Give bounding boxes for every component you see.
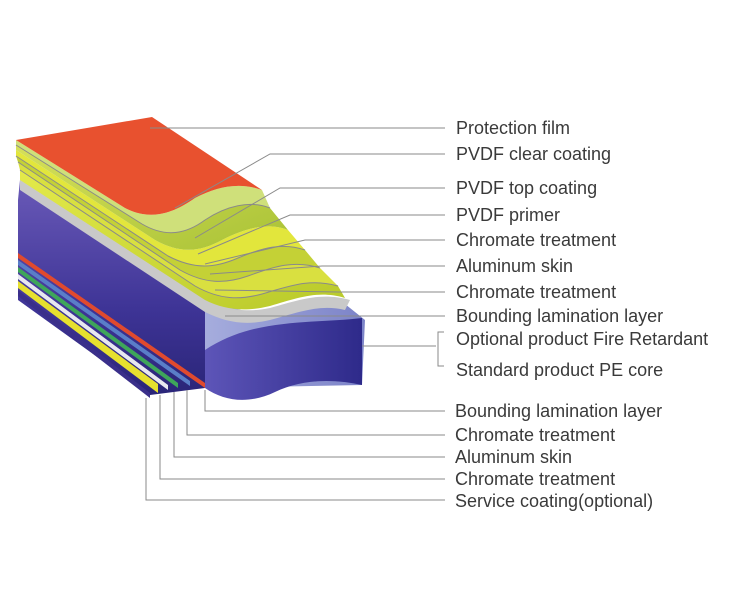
stripe-blue <box>18 260 190 386</box>
label-pvdf-primer: PVDF primer <box>456 205 560 225</box>
layer-pvdf-clear <box>16 140 270 233</box>
leader-pvdf-primer <box>197 214 445 255</box>
label-chromate-treatment-2: Chromate treatment <box>456 282 616 302</box>
core-front-face <box>18 180 205 395</box>
label-bounding-lamination-1: Bounding lamination layer <box>456 306 663 326</box>
stripe-red <box>18 253 205 388</box>
leader-lamination-lower <box>204 390 445 412</box>
lower-stripes <box>18 253 205 398</box>
panel-illustration <box>15 117 365 400</box>
labels: Protection film PVDF clear coating PVDF … <box>455 118 708 511</box>
label-protection-film: Protection film <box>456 118 570 138</box>
label-aluminum-skin-1: Aluminum skin <box>456 256 573 276</box>
label-standard-pe-core: Standard product PE core <box>456 360 663 380</box>
layer-chromate-lower <box>20 170 345 310</box>
leader-chromate-upper <box>204 239 445 265</box>
stripe-green <box>18 267 178 388</box>
label-pvdf-top-coating: PVDF top coating <box>456 178 597 198</box>
leader-service-coating <box>145 398 445 501</box>
label-chromate-treatment-1: Chromate treatment <box>456 230 616 250</box>
stripe-yellow <box>18 281 158 393</box>
leader-chromate-b2 <box>159 395 445 480</box>
core-cut-face <box>205 318 362 400</box>
leader-core-bracket <box>362 331 444 367</box>
layer-pvdf-primer <box>16 150 305 266</box>
leader-lines <box>145 127 445 501</box>
leader-pvdf-top <box>194 187 445 239</box>
leader-aluminum-skin <box>209 265 445 275</box>
stripe-purple-bottom <box>18 290 150 398</box>
label-optional-fire-retardant: Optional product Fire Retardant <box>456 329 708 349</box>
label-chromate-treatment-3: Chromate treatment <box>455 425 615 445</box>
stripe-white <box>18 274 168 390</box>
leader-aluminum-b <box>173 392 445 458</box>
label-bounding-lamination-2: Bounding lamination layer <box>455 401 662 421</box>
leader-pvdf-clear <box>174 153 445 209</box>
label-pvdf-clear-coating: PVDF clear coating <box>456 144 611 164</box>
label-chromate-treatment-4: Chromate treatment <box>455 469 615 489</box>
label-service-coating: Service coating(optional) <box>455 491 653 511</box>
leader-chromate-lower <box>214 289 445 293</box>
leader-chromate-b1 <box>186 390 445 436</box>
layer-aluminum-skin <box>18 162 338 298</box>
layer-lamination <box>20 178 350 323</box>
label-aluminum-skin-2: Aluminum skin <box>455 447 572 467</box>
layer-protection-film <box>16 117 262 215</box>
